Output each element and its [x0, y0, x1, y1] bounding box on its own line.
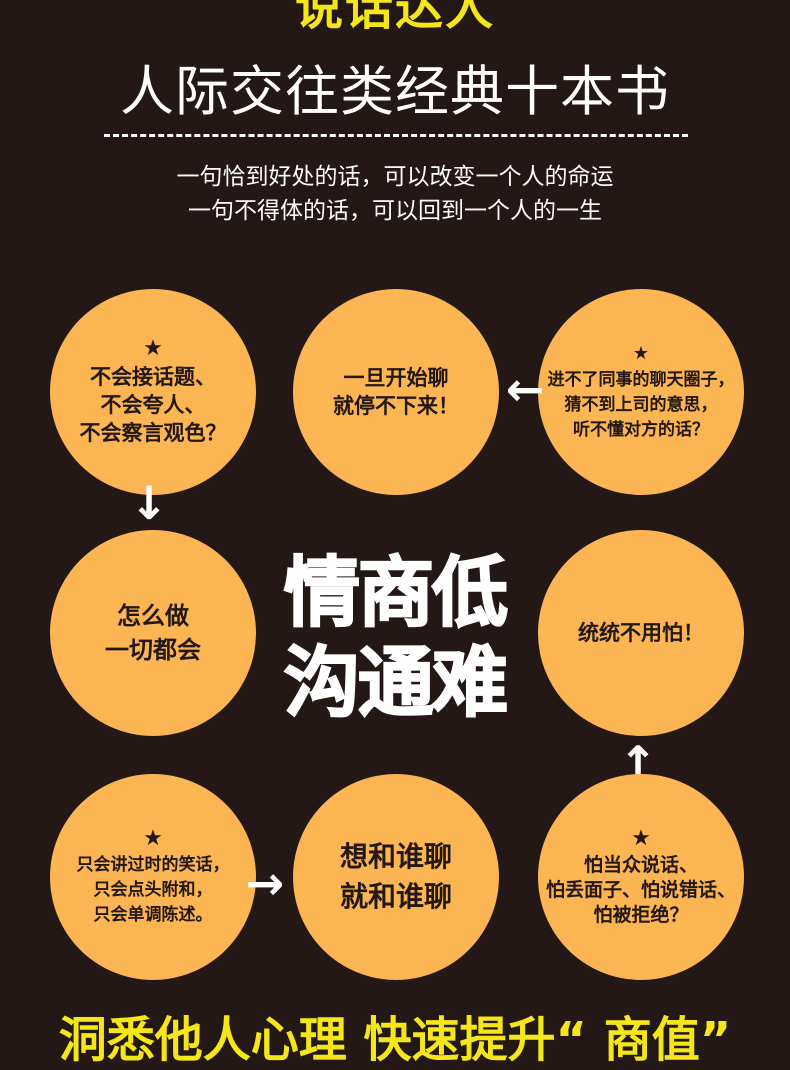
- circle-mid-right: 统统不用怕！: [538, 530, 744, 736]
- circle-top-left: ★ 不会接话题、 不会夸人、 不会察言观色？: [50, 289, 256, 495]
- circle-text-line: 一旦开始聊: [343, 366, 449, 390]
- star-icon: ★: [631, 825, 651, 851]
- circle-text-line: 怎么做: [117, 602, 189, 630]
- subtitle-line-1: 一句恰到好处的话，可以改变一个人的命运: [176, 164, 614, 190]
- circle-top-middle: 一旦开始聊 就停不下来！: [293, 289, 499, 495]
- circle-top-right: ★ 进不了同事的聊天圈子， 猜不到上司的意思， 听不懂对方的话？: [538, 289, 744, 495]
- page-title: 人际交往类经典十本书: [120, 60, 670, 123]
- circle-text-line: 进不了同事的聊天圈子，: [547, 369, 735, 390]
- subtitle-line-2: 一句不得体的话，可以回到一个人的一生: [188, 198, 602, 224]
- circle-text-line: 只会单调陈述。: [93, 904, 213, 925]
- circle-text-line: 只会点头附和，: [93, 879, 213, 900]
- arrow-left-icon: ←: [505, 362, 545, 416]
- circle-text-line: 就和谁聊: [339, 880, 452, 913]
- dashed-divider: [104, 134, 688, 137]
- circle-text-line: 不会接话题、: [90, 365, 216, 389]
- circle-text-line: 一切都会: [105, 636, 201, 664]
- circle-text-line: 统统不用怕！: [578, 621, 704, 645]
- circle-bottom-left: ★ 只会讲过时的笑话， 只会点头附和， 只会单调陈述。: [50, 774, 256, 980]
- circle-text-line: 就停不下来！: [333, 394, 459, 418]
- arrow-right-icon: →: [245, 856, 285, 910]
- circle-mid-left: 怎么做 一切都会: [50, 530, 256, 736]
- circle-text-line: 怕被拒绝？: [593, 903, 689, 926]
- center-headline-line-1: 情商低: [283, 547, 509, 638]
- circle-text-line: 怕当众说话、: [583, 853, 698, 876]
- bottom-banner: 洞悉他人心理 快速提升“ 商值”: [58, 1012, 732, 1068]
- circle-text-line: 只会讲过时的笑话，: [76, 854, 230, 875]
- circle-text-line: 想和谁聊: [339, 840, 452, 873]
- star-icon: ★: [143, 825, 163, 851]
- circle-text-line: 不会察言观色？: [79, 421, 227, 445]
- circle-bottom-right: ★ 怕当众说话、 怕丢面子、怕说错话、 怕被拒绝？: [538, 774, 744, 980]
- star-icon: ★: [632, 342, 650, 364]
- circle-text-line: 听不懂对方的话？: [573, 419, 709, 440]
- circle-text-line: 怕丢面子、怕说错话、: [546, 878, 737, 901]
- arrow-down-icon: ↓: [129, 476, 169, 530]
- star-icon: ★: [143, 336, 163, 361]
- circle-text-line: 猜不到上司的意思，: [564, 394, 718, 415]
- circle-bottom-middle: 想和谁聊 就和谁聊: [293, 774, 499, 980]
- center-headline-line-2: 沟通难: [283, 637, 509, 728]
- circle-text-line: 不会夸人、: [100, 393, 206, 417]
- top-banner: 说话达人: [294, 0, 495, 36]
